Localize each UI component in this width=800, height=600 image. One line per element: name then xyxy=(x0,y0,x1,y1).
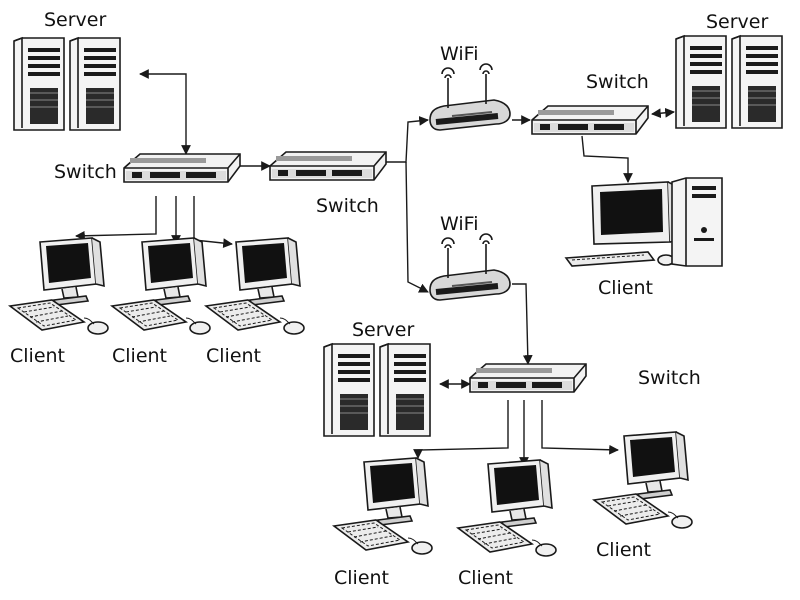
server-bottom-label: Server xyxy=(352,319,414,341)
client-right: Client xyxy=(565,177,723,299)
client-left-2: Client xyxy=(111,237,211,367)
wifi-router-bottom: WiFi xyxy=(430,213,510,300)
switch-left-label: Switch xyxy=(54,161,117,183)
client-bottom-3-label: Client xyxy=(596,539,651,561)
switch-top-right-label: Switch xyxy=(586,71,649,93)
client-bottom-2-label: Client xyxy=(458,567,513,589)
server-top-right: Server xyxy=(676,11,782,128)
wifi-bottom-label: WiFi xyxy=(440,213,478,235)
switch-bottom-label: Switch xyxy=(638,367,701,389)
wifi-top-label: WiFi xyxy=(440,43,478,65)
client-left-1-label: Client xyxy=(10,345,65,367)
client-left-3-label: Client xyxy=(206,345,261,367)
server-top-left-label: Server xyxy=(44,9,106,31)
switch-top-right: Switch xyxy=(531,71,649,135)
server-bottom: Server xyxy=(324,319,430,436)
client-bottom-2: Client xyxy=(457,459,557,589)
client-bottom-3: Client xyxy=(593,431,693,561)
switch-bottom: Switch xyxy=(469,363,701,393)
client-left-1: Client xyxy=(9,237,109,367)
switch-middle: Switch xyxy=(269,151,387,217)
switch-left: Switch xyxy=(54,153,241,183)
wifi-router-top: WiFi xyxy=(430,43,510,130)
client-bottom-1-label: Client xyxy=(334,567,389,589)
server-top-left: Server xyxy=(14,9,120,130)
server-top-right-label: Server xyxy=(706,11,768,33)
client-left-3: Client xyxy=(205,237,305,367)
client-right-label: Client xyxy=(598,277,653,299)
client-bottom-1: Client xyxy=(333,457,433,589)
switch-middle-label: Switch xyxy=(316,195,379,217)
client-left-2-label: Client xyxy=(112,345,167,367)
